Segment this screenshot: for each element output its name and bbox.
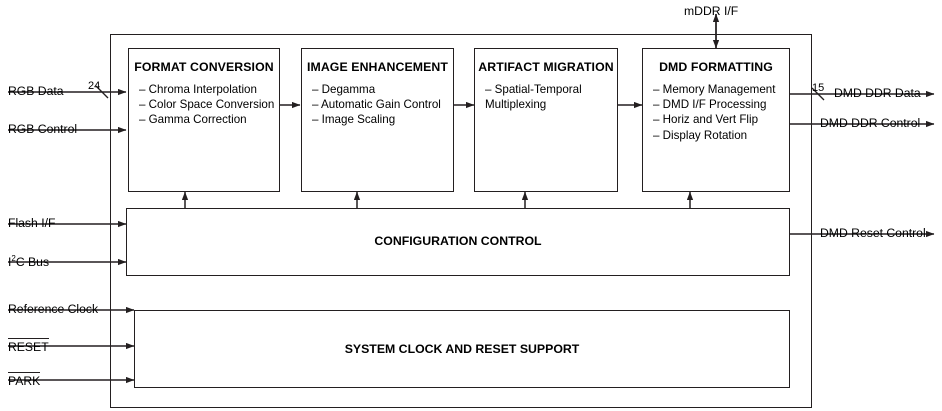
list-item: Multiplexing xyxy=(485,98,547,112)
io-label-dmd-ddr-data: DMD DDR Data xyxy=(834,86,921,100)
chip-boundary xyxy=(110,34,812,408)
block-format-conversion-title: FORMAT CONVERSION xyxy=(134,60,274,74)
block-dmd-formatting: DMD FORMATTING – Memory Management – DMD… xyxy=(642,48,790,192)
block-artifact-migration-title: ARTIFACT MIGRATION xyxy=(478,60,614,74)
io-label-rgb-control: RGB Control xyxy=(8,122,78,136)
list-item: – Spatial-Temporal xyxy=(485,83,582,96)
io-label-dmd-reset-control: DMD Reset Control xyxy=(820,226,926,240)
block-dmd-formatting-items: – Memory Management – DMD I/F Processing… xyxy=(653,82,789,143)
block-artifact-migration: ARTIFACT MIGRATION – Spatial-Temporal Mu… xyxy=(474,48,618,192)
io-label-reset: RESET xyxy=(8,338,49,354)
block-configuration-control: CONFIGURATION CONTROL xyxy=(126,208,790,276)
block-system-clock-reset: SYSTEM CLOCK AND RESET SUPPORT xyxy=(134,310,790,388)
io-label-reference-clock: Reference Clock xyxy=(8,302,99,316)
block-system-clock-reset-title: SYSTEM CLOCK AND RESET SUPPORT xyxy=(344,342,580,356)
block-dmd-formatting-title: DMD FORMATTING xyxy=(659,60,773,74)
list-item: – Gamma Correction xyxy=(139,113,247,127)
bus-width-rgb-data: 24 xyxy=(88,80,101,92)
io-label-dmd-ddr-control: DMD DDR Control xyxy=(820,116,921,130)
list-item: – Display Rotation xyxy=(653,128,748,142)
list-item: – Horiz and Vert Flip xyxy=(653,113,759,127)
list-item: – Degamma xyxy=(312,83,376,96)
block-configuration-control-title: CONFIGURATION CONTROL xyxy=(374,234,542,248)
list-item: – Color Space Conversion xyxy=(139,98,275,112)
bus-width-dmd-ddr-data: 15 xyxy=(812,82,825,94)
list-item: – Image Scaling xyxy=(312,113,396,127)
block-format-conversion: FORMAT CONVERSION – Chroma Interpolation… xyxy=(128,48,280,192)
block-image-enhancement-items: – Degamma – Automatic Gain Control – Ima… xyxy=(312,82,453,128)
list-item: – Chroma Interpolation xyxy=(139,83,257,96)
list-item: – Automatic Gain Control xyxy=(312,98,441,112)
block-format-conversion-items: – Chroma Interpolation – Color Space Con… xyxy=(139,82,279,128)
i2c-superscript: 2 xyxy=(11,254,16,263)
block-image-enhancement: IMAGE ENHANCEMENT – Degamma – Automatic … xyxy=(301,48,454,192)
i2c-prefix: I xyxy=(8,255,12,270)
io-label-flash-if: Flash I/F xyxy=(8,216,56,230)
io-label-i2c-bus: I2C Bus xyxy=(8,254,49,269)
i2c-suffix: C Bus xyxy=(15,255,50,270)
io-label-rgb-data: RGB Data xyxy=(8,84,64,98)
io-label-mddr-if: mDDR I/F xyxy=(684,4,739,18)
list-item: – DMD I/F Processing xyxy=(653,98,767,112)
list-item: – Memory Management xyxy=(653,83,776,96)
io-label-park: PARK xyxy=(8,372,41,388)
block-artifact-migration-items: – Spatial-Temporal Multiplexing xyxy=(485,82,617,112)
block-image-enhancement-title: IMAGE ENHANCEMENT xyxy=(306,60,449,74)
